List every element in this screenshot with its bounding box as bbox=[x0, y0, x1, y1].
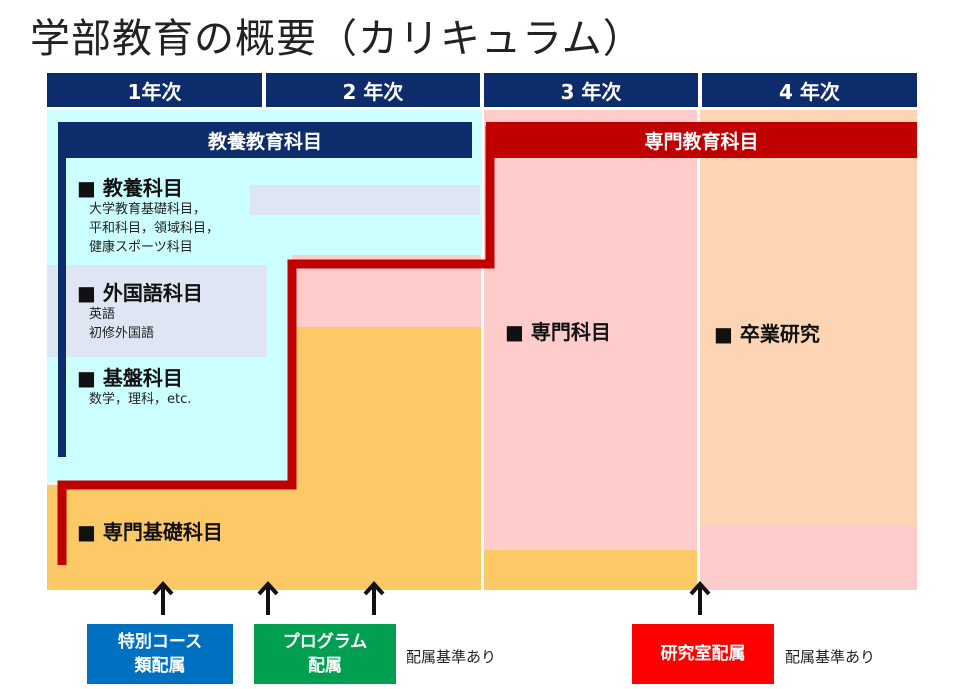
specialized-basic-year3-region bbox=[484, 550, 700, 590]
liberal-education-bar: 教養教育科目 bbox=[58, 122, 472, 158]
arrow-up-icon bbox=[689, 581, 711, 615]
year-3-header: 3 年次 bbox=[484, 73, 698, 107]
page-title: 学部教育の概要（カリキュラム） bbox=[30, 16, 644, 62]
arrow-up-icon bbox=[257, 581, 279, 615]
year3-specialized-region bbox=[484, 110, 700, 590]
liberal-education-label: 教養教育科目 bbox=[207, 130, 322, 153]
foreign-language-step-region bbox=[250, 185, 480, 215]
specialized-basic-region bbox=[47, 485, 484, 590]
year-2-header: 2 年次 bbox=[266, 73, 480, 107]
year-divider bbox=[697, 110, 700, 590]
special-course-line: 類配属 bbox=[134, 656, 186, 676]
liberal-subjects-line: 大学教育基礎科目， bbox=[89, 202, 207, 217]
special-course-line: 特別コース bbox=[117, 632, 203, 652]
year-4-header: 4 年次 bbox=[702, 73, 917, 107]
basic-subjects-heading: ■ 基盤科目 bbox=[77, 366, 183, 390]
program-criteria-note: 配属基準あり bbox=[406, 648, 497, 666]
specialized-education-label: 専門教育科目 bbox=[644, 130, 759, 153]
graduation-research-heading: ■ 卒業研究 bbox=[714, 322, 820, 346]
foreign-language-region bbox=[47, 265, 267, 357]
foreign-language-detail: 英語 初修外国語 bbox=[89, 305, 154, 343]
basic-subjects-detail: 数学，理科，etc. bbox=[89, 390, 191, 409]
graduation-research-region bbox=[700, 110, 917, 525]
program-assignment-box: プログラム 配属 bbox=[254, 624, 396, 684]
specialized-subjects-heading: ■ 専門科目 bbox=[505, 320, 611, 344]
year-1-header: 1年次 bbox=[47, 73, 262, 107]
specialized-education-bar: 専門教育科目 bbox=[486, 122, 917, 158]
year-divider bbox=[481, 110, 484, 590]
year4-lower-region bbox=[700, 525, 917, 590]
basic-subjects-line: 数学，理科，etc. bbox=[89, 392, 192, 407]
arrow-up-icon bbox=[152, 581, 174, 615]
program-line: プログラム bbox=[282, 632, 368, 652]
liberal-subjects-line: 平和科目，領域科目， bbox=[89, 221, 220, 236]
arrow-up-icon bbox=[363, 581, 385, 615]
special-course-assignment-box: 特別コース 類配属 bbox=[87, 624, 233, 684]
liberal-subjects-heading: ■ 教養科目 bbox=[77, 176, 183, 200]
lab-assignment-box: 研究室配属 bbox=[632, 624, 774, 684]
liberal-subjects-line: 健康スポーツ科目 bbox=[89, 240, 193, 255]
foreign-language-heading: ■ 外国語科目 bbox=[77, 281, 203, 305]
liberal-subjects-detail: 大学教育基礎科目， 平和科目，領域科目， 健康スポーツ科目 bbox=[89, 200, 219, 257]
lab-criteria-note: 配属基準あり bbox=[785, 648, 876, 666]
foreign-language-line: 英語 bbox=[89, 307, 116, 322]
specialized-basic-step-region bbox=[292, 327, 484, 487]
foreign-language-line: 初修外国語 bbox=[89, 326, 155, 341]
program-line: 配属 bbox=[308, 656, 342, 676]
specialized-basic-heading: ■ 専門基礎科目 bbox=[77, 520, 223, 544]
lab-line: 研究室配属 bbox=[660, 644, 746, 664]
liberal-education-line bbox=[58, 122, 66, 457]
